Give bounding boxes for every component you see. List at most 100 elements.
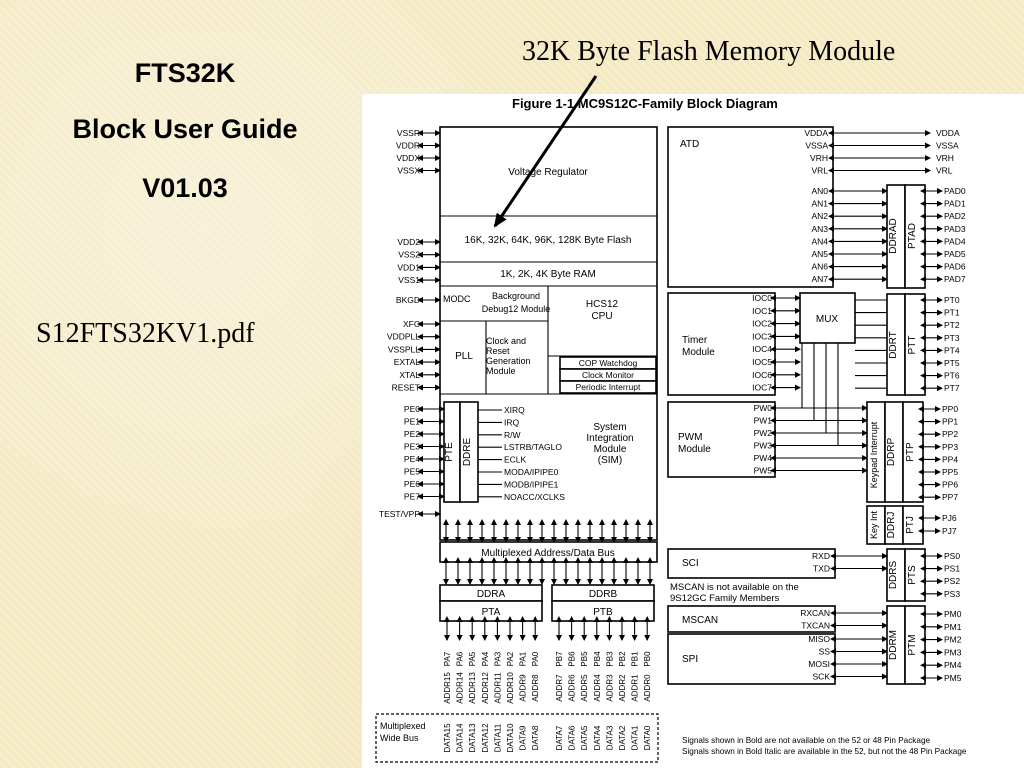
ddrm-label: DDRM bbox=[888, 630, 899, 660]
power-pin-label: VDD2 bbox=[397, 237, 420, 247]
ddre-label: DDRE bbox=[462, 438, 473, 467]
pa-pin-label: PA0 bbox=[531, 651, 540, 666]
sim-signal-label: LSTRB/TAGLO bbox=[504, 442, 562, 452]
atd-ref-label: VRL bbox=[811, 166, 828, 176]
ptp-box bbox=[902, 401, 924, 503]
guide-version: V01.03 bbox=[142, 173, 228, 203]
flash-module-callout: 32K Byte Flash Memory Module bbox=[522, 36, 896, 67]
ioc-label: IOC5 bbox=[752, 357, 772, 367]
pa-pin-label: PA1 bbox=[519, 651, 528, 666]
clock-pin-label: XFC bbox=[403, 319, 420, 329]
mscan-label: MSCAN bbox=[682, 615, 718, 626]
ddrt-label: DDRT bbox=[888, 331, 899, 359]
clock-pin-label: EXTAL bbox=[394, 357, 421, 367]
pb-data-label: DATA1 bbox=[631, 725, 640, 750]
pb-pin-label: PB7 bbox=[555, 651, 564, 667]
pad-pin-label: PAD7 bbox=[944, 274, 966, 284]
sci-label: SCI bbox=[682, 558, 699, 569]
spi-sig-label: MOSI bbox=[808, 659, 830, 669]
atd-ref-label: VDDA bbox=[804, 128, 828, 138]
spi-box bbox=[667, 633, 836, 685]
test-pin-label: TEST/VPP bbox=[379, 509, 420, 519]
cpu-label-2: CPU bbox=[591, 311, 612, 322]
crg-label-line: Module bbox=[486, 366, 516, 376]
pp-pin-label: PP2 bbox=[942, 429, 958, 439]
pa-pin-label: PA6 bbox=[456, 651, 465, 666]
pp-pin-label: PP0 bbox=[942, 404, 958, 414]
clock-pin-label: XTAL bbox=[399, 370, 420, 380]
keypad-interrupt-label: Keypad Interrupt bbox=[869, 421, 879, 488]
pa-addr-label: ADDR15 bbox=[443, 672, 452, 704]
sim-signal-label: ECLK bbox=[504, 455, 527, 465]
spi-label: SPI bbox=[682, 654, 698, 665]
bdm-label-2: Debug12 Module bbox=[482, 304, 551, 314]
pp-pin-label: PP1 bbox=[942, 417, 958, 427]
mscan-note-1: MSCAN is not available on the bbox=[670, 582, 799, 593]
crg-label-line: Clock and bbox=[486, 336, 526, 346]
pa-addr-label: ADDR12 bbox=[481, 672, 490, 704]
pa-addr-label: ADDR11 bbox=[493, 672, 502, 704]
ptad-box bbox=[904, 184, 926, 289]
pe-pin-label: PE3 bbox=[404, 442, 420, 452]
power-pin-label: VSS2 bbox=[398, 250, 420, 260]
spi-sig-label: SCK bbox=[813, 672, 831, 682]
pe-pin-label: PE5 bbox=[404, 467, 420, 477]
crg-sub-label: COP Watchdog bbox=[579, 358, 638, 368]
pt-pin-label: PT3 bbox=[944, 333, 960, 343]
pa-pin-label: PA7 bbox=[443, 651, 452, 666]
ddre-box bbox=[459, 401, 479, 503]
pb-pin-label: PB0 bbox=[643, 651, 652, 667]
ioc-label: IOC4 bbox=[752, 344, 772, 354]
vreg-pin-label: VSSR bbox=[397, 128, 420, 138]
flash-callout-arrow bbox=[493, 75, 598, 228]
pa-addr-label: ADDR9 bbox=[519, 674, 528, 702]
guide-title-line2: Block User Guide bbox=[72, 114, 298, 144]
pa-data-label: DATA14 bbox=[456, 723, 465, 753]
pw-label: PW1 bbox=[754, 416, 773, 426]
ddrs-label: DDRS bbox=[888, 561, 899, 590]
ptt-box bbox=[904, 293, 926, 396]
pte-label: PTE bbox=[444, 442, 455, 462]
ps-pin-label: PS2 bbox=[944, 576, 960, 586]
timer-box bbox=[667, 292, 776, 396]
atd-ref-pin-label: VRL bbox=[936, 166, 953, 176]
crg-sub-label: Periodic Interrupt bbox=[576, 382, 641, 392]
wide-bus-label-1: Multiplexed bbox=[380, 721, 426, 731]
ptj-label: PTJ bbox=[905, 516, 916, 534]
pw-label: PW4 bbox=[754, 453, 773, 463]
sci-sig-label: TXD bbox=[813, 564, 830, 574]
atd-an-label: AN2 bbox=[811, 211, 828, 221]
pm-pin-label: PM0 bbox=[944, 609, 962, 619]
footnote-1: Signals shown in Bold are not available … bbox=[682, 736, 931, 745]
atd-an-label: AN5 bbox=[811, 249, 828, 259]
pw-label: PW3 bbox=[754, 441, 773, 451]
pwm-label-2: Module bbox=[678, 444, 711, 455]
atd-ref-pin-label: VSSA bbox=[936, 141, 959, 151]
mscan-sig-label: TXCAN bbox=[801, 621, 830, 631]
ptad-label: PTAD bbox=[907, 223, 918, 249]
pe-pin-label: PE4 bbox=[404, 454, 420, 464]
bkgd-pin-label: BKGD bbox=[396, 295, 420, 305]
atd-an-label: AN3 bbox=[811, 224, 828, 234]
pll-label: PLL bbox=[455, 351, 473, 362]
ptm-label: PTM bbox=[907, 634, 918, 655]
sim-signal-label: MODB/IPIPE1 bbox=[504, 479, 559, 489]
bdm-label-1: Background bbox=[492, 291, 540, 301]
pp-pin-label: PP3 bbox=[942, 442, 958, 452]
crg-label-line: Generation bbox=[486, 356, 531, 366]
clock-pin-label: VDDPLL bbox=[387, 332, 420, 342]
pwm-label-1: PWM bbox=[678, 432, 702, 443]
pad-pin-label: PAD2 bbox=[944, 211, 966, 221]
pe-pin-label: PE7 bbox=[404, 492, 420, 502]
pad-pin-label: PAD5 bbox=[944, 249, 966, 259]
sim-signal-label: NOACC/XCLKS bbox=[504, 492, 565, 502]
pa-data-label: DATA15 bbox=[443, 723, 452, 753]
sci-sig-label: RXD bbox=[812, 551, 830, 561]
pt-pin-label: PT5 bbox=[944, 358, 960, 368]
spi-sig-label: MISO bbox=[808, 634, 830, 644]
pa-pin-label: PA2 bbox=[506, 651, 515, 666]
pb-pin-label: PB2 bbox=[618, 651, 627, 667]
pp-pin-label: PP6 bbox=[942, 480, 958, 490]
spi-sig-label: SS bbox=[819, 647, 831, 657]
